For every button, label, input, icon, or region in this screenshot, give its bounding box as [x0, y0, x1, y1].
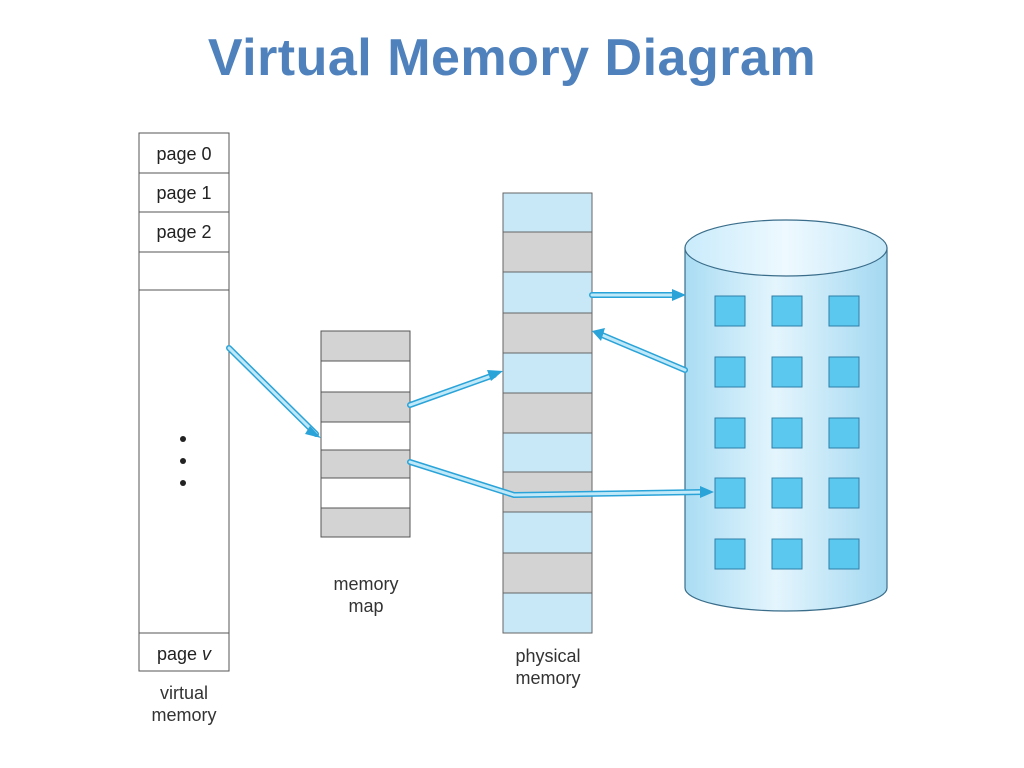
physical-memory: physical memory — [502, 192, 593, 688]
page-2-label: page 2 — [156, 222, 211, 242]
arrow-virtual-to-map — [226, 345, 321, 438]
physical-frame-used — [502, 552, 593, 594]
disk-block — [828, 477, 860, 509]
ellipsis-dot — [180, 436, 186, 442]
ellipsis-dot — [180, 458, 186, 464]
disk-block — [828, 356, 860, 388]
physical-memory-caption-line2: memory — [515, 668, 580, 688]
disk-block — [828, 295, 860, 327]
virtual-memory-caption-line1: virtual — [160, 683, 208, 703]
disk-block — [714, 477, 746, 509]
memory-map-caption-line2: map — [348, 596, 383, 616]
page-0-label: page 0 — [156, 144, 211, 164]
ellipsis-dot — [180, 480, 186, 486]
memory-map: memory map — [320, 330, 411, 616]
disk-block — [771, 477, 803, 509]
memory-map-entry — [320, 449, 411, 479]
arrow-map-to-disk — [407, 459, 714, 498]
disk-block — [771, 356, 803, 388]
disk-block — [771, 295, 803, 327]
memory-map-entry — [320, 391, 411, 423]
virtual-memory-caption-line2: memory — [151, 705, 216, 725]
page-v-label: page v — [157, 644, 212, 664]
physical-memory-caption-line1: physical — [515, 646, 580, 666]
disk-block — [714, 417, 746, 449]
physical-frame-used — [502, 231, 593, 273]
disk-block — [714, 538, 746, 570]
disk-block — [828, 417, 860, 449]
disk-top — [684, 219, 888, 277]
physical-frame-used — [502, 392, 593, 434]
disk-cylinder — [684, 219, 888, 612]
arrow-disk-to-physical — [592, 328, 688, 373]
page-1-label: page 1 — [156, 183, 211, 203]
memory-map-entry — [320, 507, 411, 538]
page-title: Virtual Memory Diagram — [207, 29, 817, 87]
disk-block — [714, 356, 746, 388]
disk-block — [771, 538, 803, 570]
physical-frame-used — [502, 312, 593, 354]
memory-map-frame — [320, 330, 411, 538]
memory-map-entry — [320, 330, 411, 362]
arrow-physical-to-disk — [589, 289, 686, 301]
disk-block — [828, 538, 860, 570]
disk-block — [714, 295, 746, 327]
arrow-map-to-physical — [407, 370, 503, 408]
disk-block — [771, 417, 803, 449]
virtual-memory: page 0 page 1 page 2 page v virtual memo… — [138, 132, 230, 725]
memory-map-caption-line1: memory — [333, 574, 398, 594]
virtual-memory-frame — [138, 132, 230, 672]
